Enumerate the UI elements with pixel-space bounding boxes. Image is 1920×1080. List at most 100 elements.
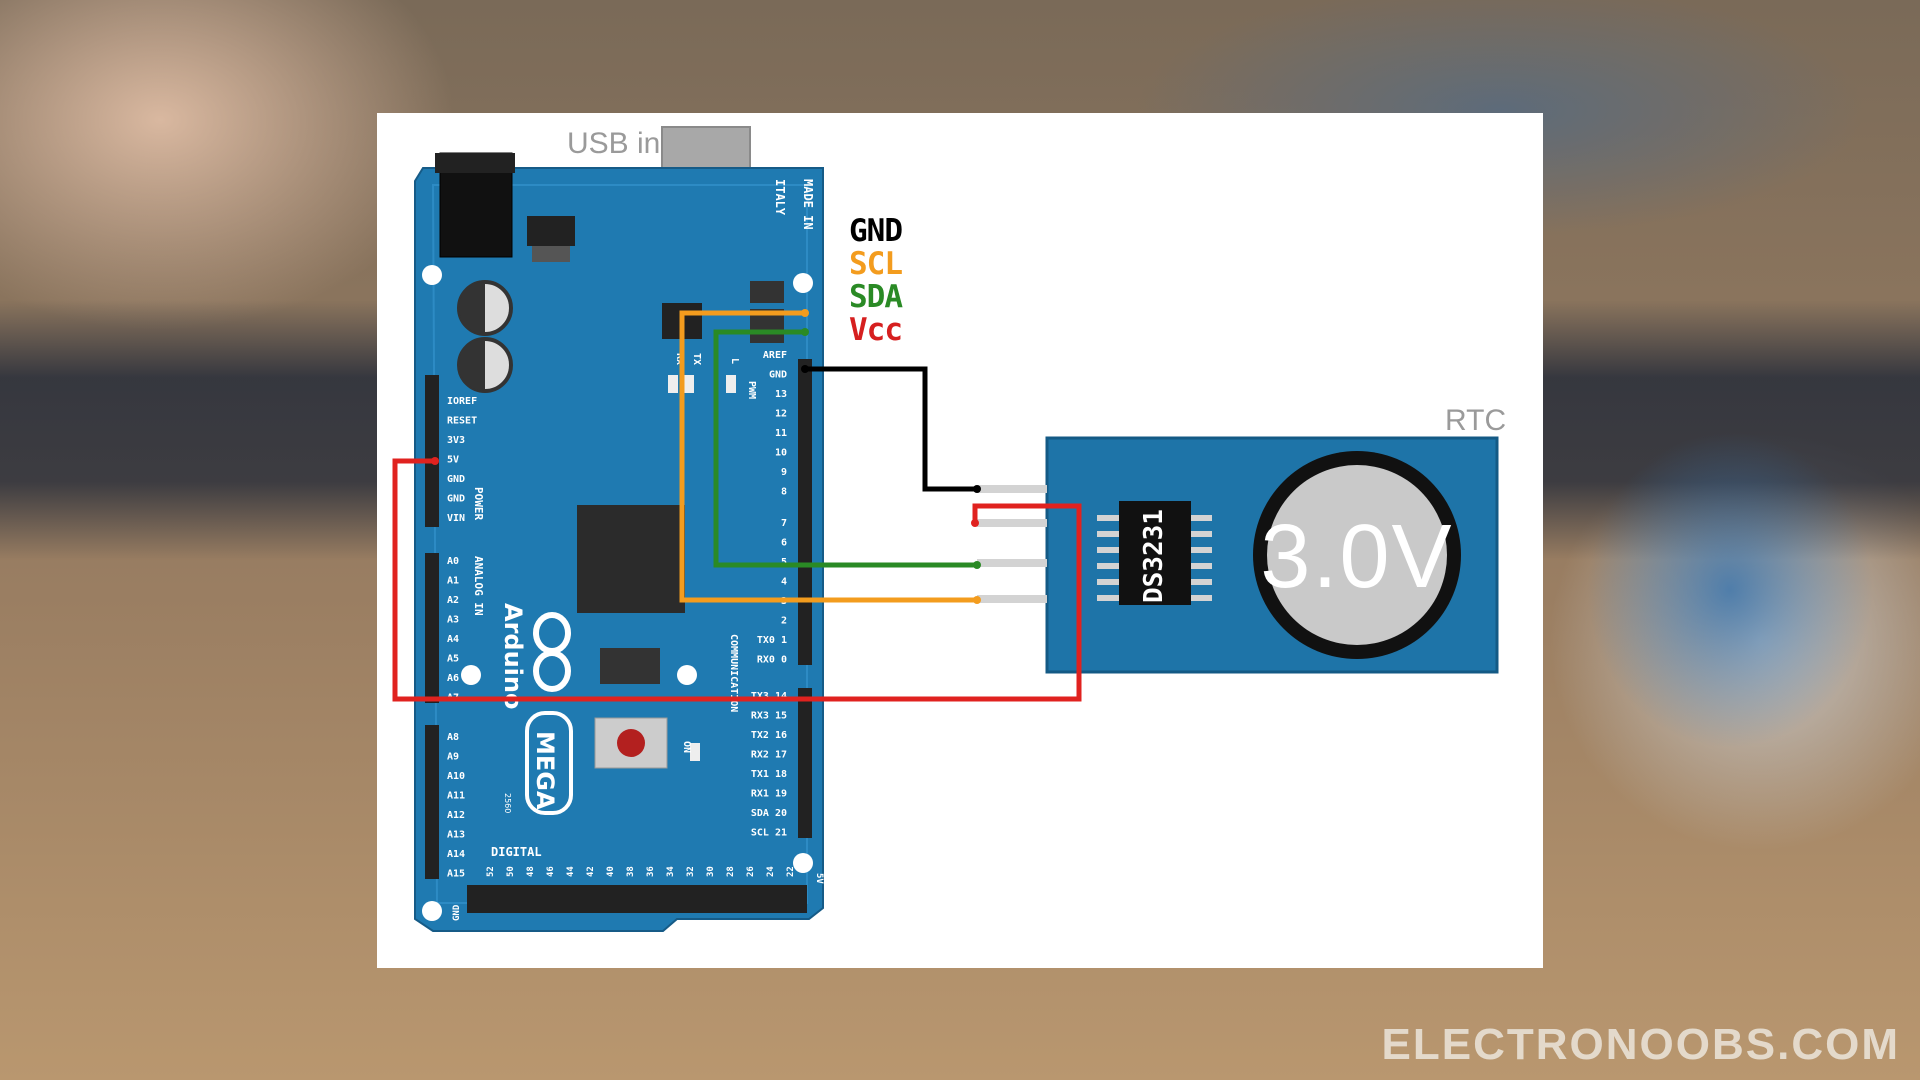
digital-label: DIGITAL	[491, 845, 542, 859]
rtc-pin-vcc	[977, 519, 1047, 527]
rtc-pin-gnd	[977, 485, 1047, 493]
wire-scl-endpoint	[801, 309, 809, 317]
pwm-label: PWM	[746, 381, 757, 399]
led-rx	[684, 375, 694, 393]
pin-label: 44	[566, 866, 576, 877]
pin-label: A13	[447, 830, 465, 841]
ds3231-chip-legs	[1097, 515, 1212, 601]
pin-label: 43	[588, 940, 598, 951]
pin-label: SDA 20	[751, 808, 787, 819]
pin-label: 23	[788, 940, 798, 951]
pin-label: TX0 1	[757, 635, 787, 646]
arduino-brand: Arduino	[499, 603, 527, 709]
pin-label: 27	[748, 940, 758, 951]
pin-label: 25	[768, 940, 778, 951]
tx-label: TX	[691, 353, 702, 365]
pin-label: 9	[781, 467, 787, 478]
analog-header-2	[425, 725, 439, 879]
pin-label: 7	[781, 518, 787, 529]
wire-gnd	[805, 366, 977, 492]
voltage-regulator	[527, 216, 575, 246]
pin-label: GND	[447, 494, 465, 505]
ds3231-chip-label: DS3231	[1139, 509, 1169, 603]
made-in-label: MADE IN	[801, 179, 815, 230]
digital-header-top	[798, 359, 812, 517]
analog-in-label: ANALOG IN	[472, 556, 485, 616]
wire-vcc-endpoint	[971, 519, 979, 527]
wire-sda-endpoint	[973, 561, 981, 569]
rtc-pin-scl	[977, 595, 1047, 603]
pin-label: 53	[488, 940, 498, 951]
wire-scl-endpoint	[973, 596, 981, 604]
capacitor-1-band	[459, 282, 485, 334]
pin-label: RX3 15	[751, 711, 787, 722]
pin-label: 29	[728, 940, 738, 951]
l-label: L	[729, 358, 740, 364]
pin-label: A2	[447, 595, 459, 606]
watermark: ELECTRONOOBS.COM	[1381, 1020, 1900, 1069]
atmega-microcontroller	[577, 505, 685, 613]
wiring-diagram: USB in	[392, 126, 1506, 957]
ds3231-chip	[1119, 501, 1191, 605]
comm-header	[798, 688, 812, 838]
pin-label: A3	[447, 615, 459, 626]
coin-battery	[1267, 465, 1447, 645]
pin-label: GND	[769, 370, 787, 381]
pin-label: A14	[447, 849, 465, 860]
capacitor-2-band	[459, 339, 485, 391]
mega-label: MEGA	[531, 731, 559, 810]
analog-header-1	[425, 553, 439, 703]
pin-label: 3V3	[447, 435, 465, 446]
pin-label: 37	[648, 940, 658, 951]
pin-label: 38	[626, 866, 636, 877]
pin-label: 6	[781, 538, 787, 549]
pin-label: A15	[447, 869, 465, 880]
pin-label: GND	[468, 940, 478, 957]
legend-scl: SCL	[849, 246, 903, 282]
regulator-pins	[532, 246, 570, 262]
pin-label: VIN	[447, 513, 465, 524]
reset-button	[617, 729, 645, 757]
pin-label: RX2 17	[751, 750, 787, 761]
led-on	[690, 743, 700, 761]
pin-label: 40	[606, 866, 616, 877]
wire-vcc-endpoint	[431, 457, 439, 465]
pin-label: A0	[447, 556, 459, 567]
pin-label: GND	[447, 474, 465, 485]
pin-label: 35	[668, 940, 678, 951]
battery-voltage-label: 3.0V	[1260, 507, 1453, 607]
pin-label: 26	[746, 866, 756, 877]
pin-label: 52	[486, 866, 496, 877]
legend-vcc: Vcc	[849, 312, 903, 348]
mounting-hole	[422, 901, 442, 921]
digital-header-mid	[798, 515, 812, 665]
wire-gnd-endpoint	[801, 365, 809, 373]
pin-label: 28	[726, 866, 736, 877]
pin-label: 4	[781, 577, 787, 588]
icsp-header-top	[750, 281, 784, 303]
pin-label: 10	[775, 448, 787, 459]
pin-label: 32	[686, 866, 696, 877]
wire-vcc	[392, 458, 1082, 702]
pin-label: A6	[447, 673, 459, 684]
mounting-hole	[461, 665, 481, 685]
mounting-hole	[677, 665, 697, 685]
pin-label: A4	[447, 634, 459, 645]
mounting-hole	[793, 853, 813, 873]
pin-label: A12	[447, 810, 465, 821]
pin-label: TX2 16	[751, 730, 787, 741]
arduino-logo-right	[533, 650, 571, 692]
fivev-label: 5V	[814, 873, 824, 884]
italy-label: ITALY	[773, 179, 787, 216]
wire-gnd-endpoint	[973, 485, 981, 493]
pin-label: TX1 18	[751, 769, 787, 780]
pin-label: SCL 21	[751, 828, 787, 839]
icsp-header	[600, 648, 660, 684]
power-header	[425, 375, 439, 527]
communication-label: COMMUNICATION	[728, 634, 739, 712]
pin-label: 36	[646, 866, 656, 877]
pin-label: A11	[447, 791, 465, 802]
pin-label: RESET	[447, 416, 477, 427]
